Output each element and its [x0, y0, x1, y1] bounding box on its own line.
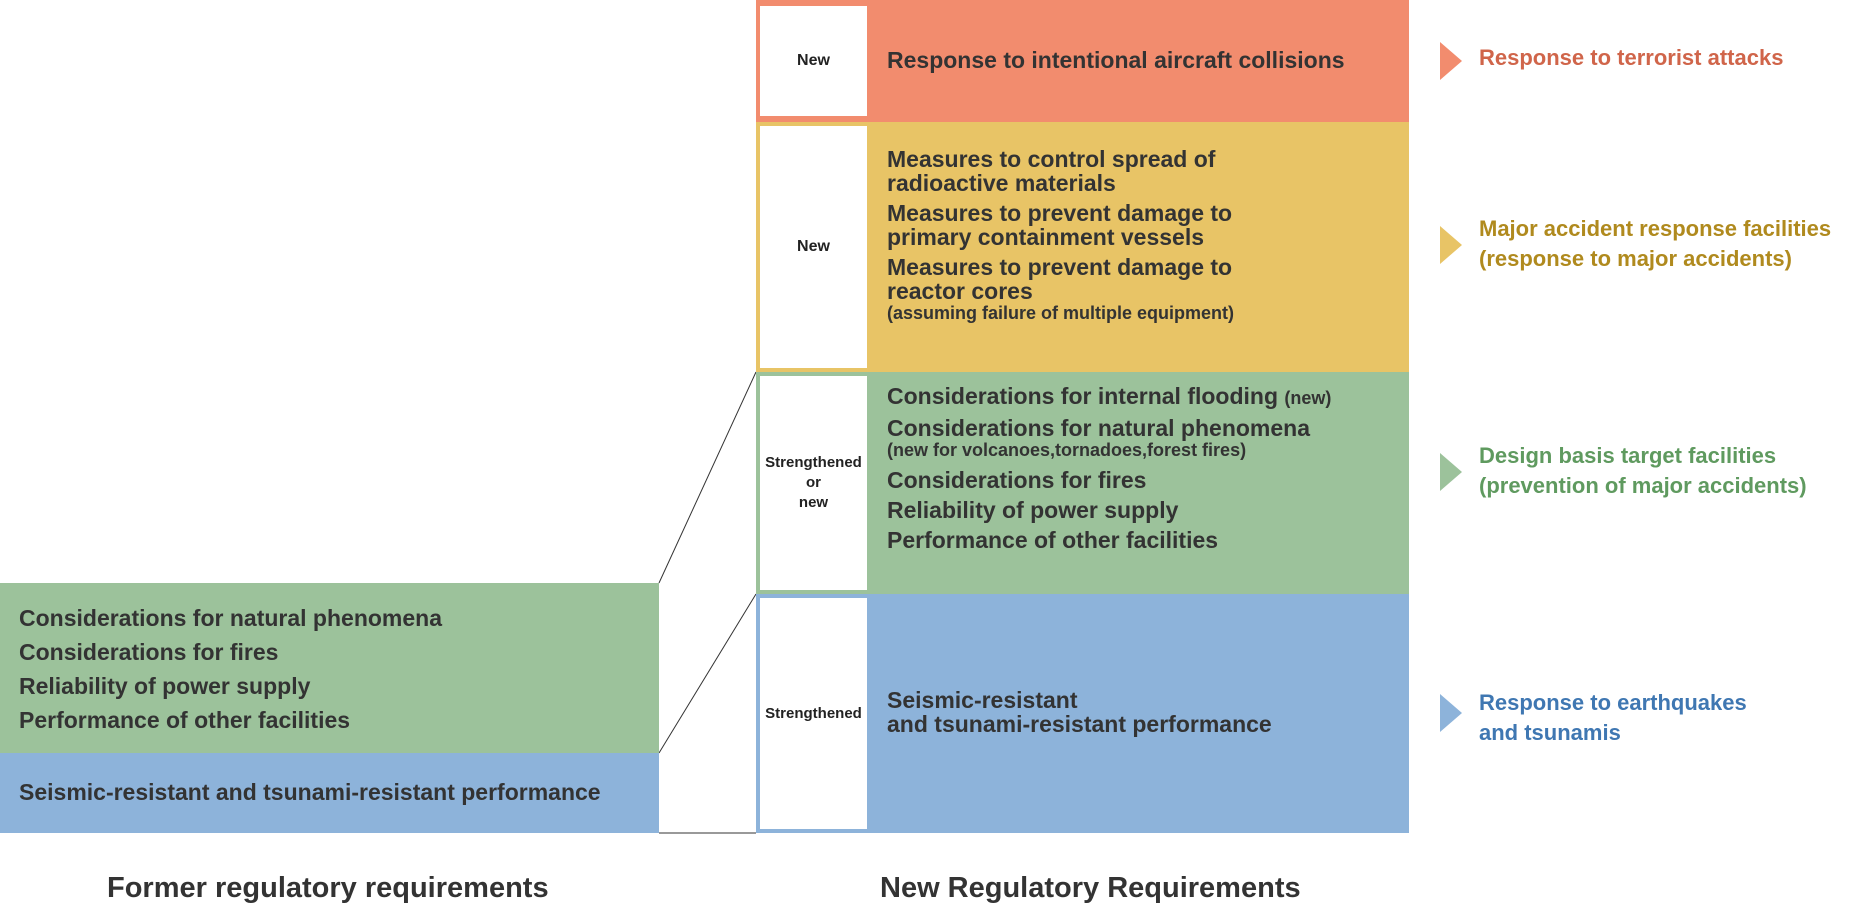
- strengthened-or-new-tag: Strengthened or new: [760, 376, 867, 590]
- terrorism-items: Response to intentional aircraft collisi…: [887, 48, 1401, 78]
- former-requirements-title: Former regulatory requirements: [107, 872, 549, 904]
- natural-phenomena-item: Considerations for natural phenomena (ne…: [887, 416, 1401, 460]
- tag-line: new: [798, 494, 829, 511]
- design-basis-category-label: Design basis target facilities (preventi…: [1479, 441, 1807, 501]
- fires-item: Considerations for fires: [887, 467, 1147, 493]
- design-basis-items: Considerations for internal flooding (ne…: [887, 384, 1401, 558]
- internal-flooding-note: (new): [1284, 388, 1332, 408]
- category-line: Design basis target facilities: [1479, 443, 1777, 468]
- radioactive-spread-item: Measures to control spread of radioactiv…: [887, 146, 1216, 196]
- terrorism-category-label: Response to terrorist attacks: [1479, 43, 1783, 73]
- multiple-failure-note: (assuming failure of multiple equipment): [887, 303, 1235, 323]
- new-tag: New: [760, 6, 867, 116]
- former-fires: Considerations for fires: [19, 639, 279, 665]
- seismic-items: Seismic-resistant and tsunami-resistant …: [887, 688, 1401, 736]
- natural-phenomena-note: (new for volcanoes,tornadoes,forest fire…: [887, 440, 1247, 460]
- category-line: Major accident response facilities: [1479, 216, 1832, 241]
- terrorism-arrow-icon: [1440, 42, 1462, 80]
- other-facilities-item: Performance of other facilities: [887, 527, 1219, 553]
- containment-vessel-item: Measures to prevent damage to primary co…: [887, 200, 1233, 250]
- former-natural-phenomena: Considerations for natural phenomena: [19, 605, 442, 631]
- former-blue-items: Seismic-resistant and tsunami-resistant …: [19, 775, 601, 809]
- category-line: and tsunamis: [1479, 720, 1621, 745]
- seismic-band: Strengthened Seismic-resistant and tsuna…: [756, 594, 1409, 833]
- major-accident-arrow-icon: [1440, 226, 1462, 264]
- terrorism-band: New Response to intentional aircraft col…: [756, 0, 1409, 122]
- former-green-block: Considerations for natural phenomena Con…: [0, 583, 659, 753]
- seismic-arrow-icon: [1440, 694, 1462, 732]
- new-tag: New: [760, 126, 867, 368]
- new-requirements-title: New Regulatory Requirements: [880, 872, 1301, 904]
- tag-line: or: [806, 474, 821, 491]
- former-power-supply: Reliability of power supply: [19, 673, 311, 699]
- major-accident-band: New Measures to control spread of radioa…: [756, 122, 1409, 372]
- former-other-facilities: Performance of other facilities: [19, 707, 351, 733]
- category-line: (response to major accidents): [1479, 246, 1792, 271]
- tsunami-line: and tsunami-resistant performance: [887, 711, 1272, 737]
- strengthened-tag: Strengthened: [760, 598, 867, 829]
- tag-line: Strengthened: [765, 454, 862, 471]
- power-supply-item: Reliability of power supply: [887, 497, 1179, 523]
- design-basis-arrow-icon: [1440, 453, 1462, 491]
- internal-flooding-item: Considerations for internal flooding (ne…: [887, 384, 1401, 410]
- former-seismic: Seismic-resistant and tsunami-resistant …: [19, 779, 601, 805]
- seismic-category-label: Response to earthquakes and tsunamis: [1479, 688, 1747, 748]
- major-accident-category-label: Major accident response facilities (resp…: [1479, 214, 1831, 274]
- aircraft-collision-item: Response to intentional aircraft collisi…: [887, 47, 1345, 73]
- reactor-core-item: Measures to prevent damage to reactor co…: [887, 254, 1233, 304]
- category-line: (prevention of major accidents): [1479, 473, 1807, 498]
- category-line: Response to terrorist attacks: [1479, 45, 1784, 70]
- former-green-items: Considerations for natural phenomena Con…: [19, 601, 442, 737]
- former-blue-block: Seismic-resistant and tsunami-resistant …: [0, 753, 659, 833]
- design-basis-band: Strengthened or new Considerations for i…: [756, 372, 1409, 594]
- seismic-line: Seismic-resistant: [887, 687, 1078, 713]
- category-line: Response to earthquakes: [1479, 690, 1747, 715]
- major-accident-items: Measures to control spread of radioactiv…: [887, 147, 1401, 323]
- internal-flooding-label: Considerations for internal flooding: [887, 383, 1278, 409]
- natural-phenomena-label: Considerations for natural phenomena: [887, 415, 1310, 441]
